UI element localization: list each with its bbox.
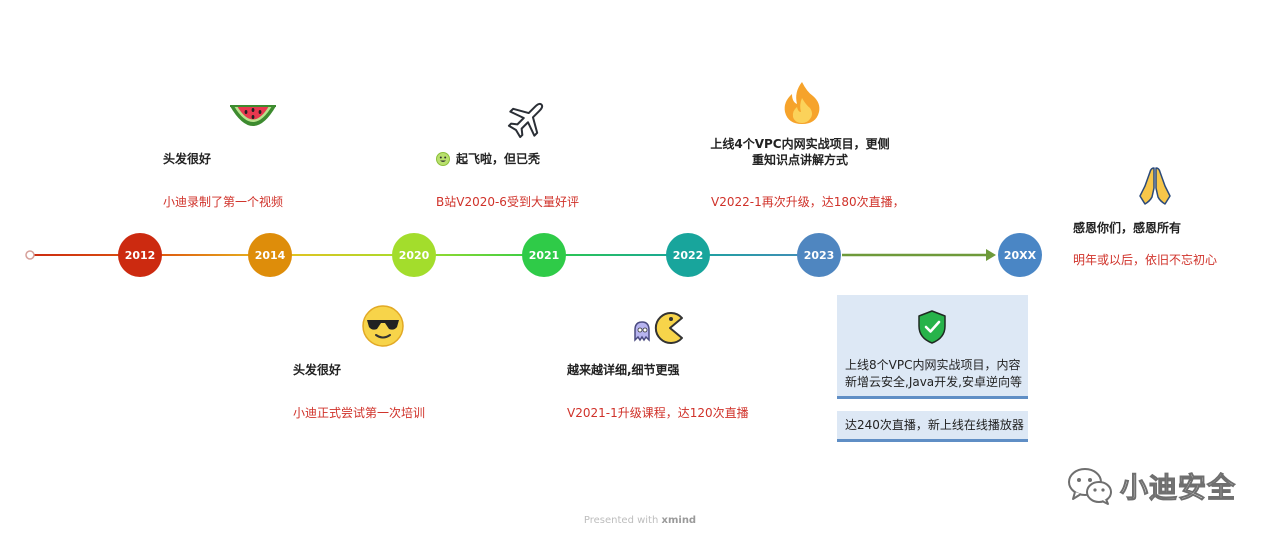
event-title-2022[interactable]: 上线4个VPC内网实战项目，更侧 重知识点讲解方式 xyxy=(700,136,900,168)
year-node-20xx[interactable]: 20XX xyxy=(998,233,1042,277)
event-card-2023-secondary[interactable]: 达240次直播，新上线在线播放器 xyxy=(837,411,1028,442)
card-line: 上线8个VPC内网实战项目，内容 xyxy=(845,358,1021,372)
event-desc-2022: V2022-1再次升级，达180次直播， xyxy=(711,195,905,209)
year-label: 2020 xyxy=(398,248,430,262)
card-lines: 上线8个VPC内网实战项目，内容 新增云安全,Java开发,安卓逆向等 xyxy=(845,357,1022,391)
timeline-arrow-head xyxy=(986,249,996,261)
watermelon-icon xyxy=(230,105,276,126)
shield-check-icon xyxy=(918,310,946,344)
event-desc-20xx: 明年或以后，依旧不忘初心 xyxy=(1073,253,1218,267)
sunglasses-face-icon xyxy=(362,305,404,347)
wechat-icon xyxy=(1068,468,1112,505)
presented-with-footer: Presented with xmind xyxy=(0,515,1280,526)
event-title-line: 重知识点讲解方式 xyxy=(751,153,848,167)
year-node-2014[interactable]: 2014 xyxy=(248,233,292,277)
pacman-ghost-icon xyxy=(634,312,683,344)
footer-prefix: Presented with xyxy=(583,515,659,526)
watermark: 小迪安全 xyxy=(1066,466,1236,506)
footer-brand: xmind xyxy=(661,515,697,526)
year-label: 2012 xyxy=(124,248,156,262)
year-node-2012[interactable]: 2012 xyxy=(118,233,162,277)
watermark-text: 小迪安全 xyxy=(1119,471,1237,505)
event-title-2020[interactable]: 起飞啦，但已秃 xyxy=(456,152,541,166)
airplane-icon xyxy=(507,102,544,139)
card-secondary-text: 达240次直播，新上线在线播放器 xyxy=(845,418,1024,432)
year-label: 20XX xyxy=(1003,248,1037,262)
event-desc-2014: 小迪正式尝试第一次培训 xyxy=(293,406,426,420)
event-card-2023[interactable]: 上线8个VPC内网实战项目，内容 新增云安全,Java开发,安卓逆向等 xyxy=(837,295,1028,399)
card-line: 新增云安全,Java开发,安卓逆向等 xyxy=(845,375,1022,389)
event-desc-2021: V2021-1升级课程，达120次直播 xyxy=(567,406,749,420)
event-title-20xx[interactable]: 感恩你们，感恩所有 xyxy=(1073,221,1182,235)
event-desc-2012: 小迪录制了第一个视频 xyxy=(163,195,284,209)
year-node-2021[interactable]: 2021 xyxy=(522,233,566,277)
praying-hands-icon xyxy=(1139,167,1171,205)
timeline-start-dot xyxy=(25,250,35,260)
event-title-2021[interactable]: 越来越详细,细节更强 xyxy=(567,363,680,377)
grinning-face-icon xyxy=(436,152,450,166)
year-label: 2014 xyxy=(254,248,286,262)
year-label: 2023 xyxy=(803,248,835,262)
event-title-2014[interactable]: 头发很好 xyxy=(293,363,342,377)
year-node-2023[interactable]: 2023 xyxy=(797,233,841,277)
fire-icon xyxy=(784,82,820,124)
event-desc-2020: B站V2020-6受到大量好评 xyxy=(436,195,579,209)
year-node-2022[interactable]: 2022 xyxy=(666,233,710,277)
year-label: 2022 xyxy=(672,248,704,262)
year-node-2020[interactable]: 2020 xyxy=(392,233,436,277)
event-title-2012[interactable]: 头发很好 xyxy=(163,152,212,166)
event-title-line: 上线4个VPC内网实战项目，更侧 xyxy=(710,137,890,151)
year-label: 2021 xyxy=(528,248,560,262)
